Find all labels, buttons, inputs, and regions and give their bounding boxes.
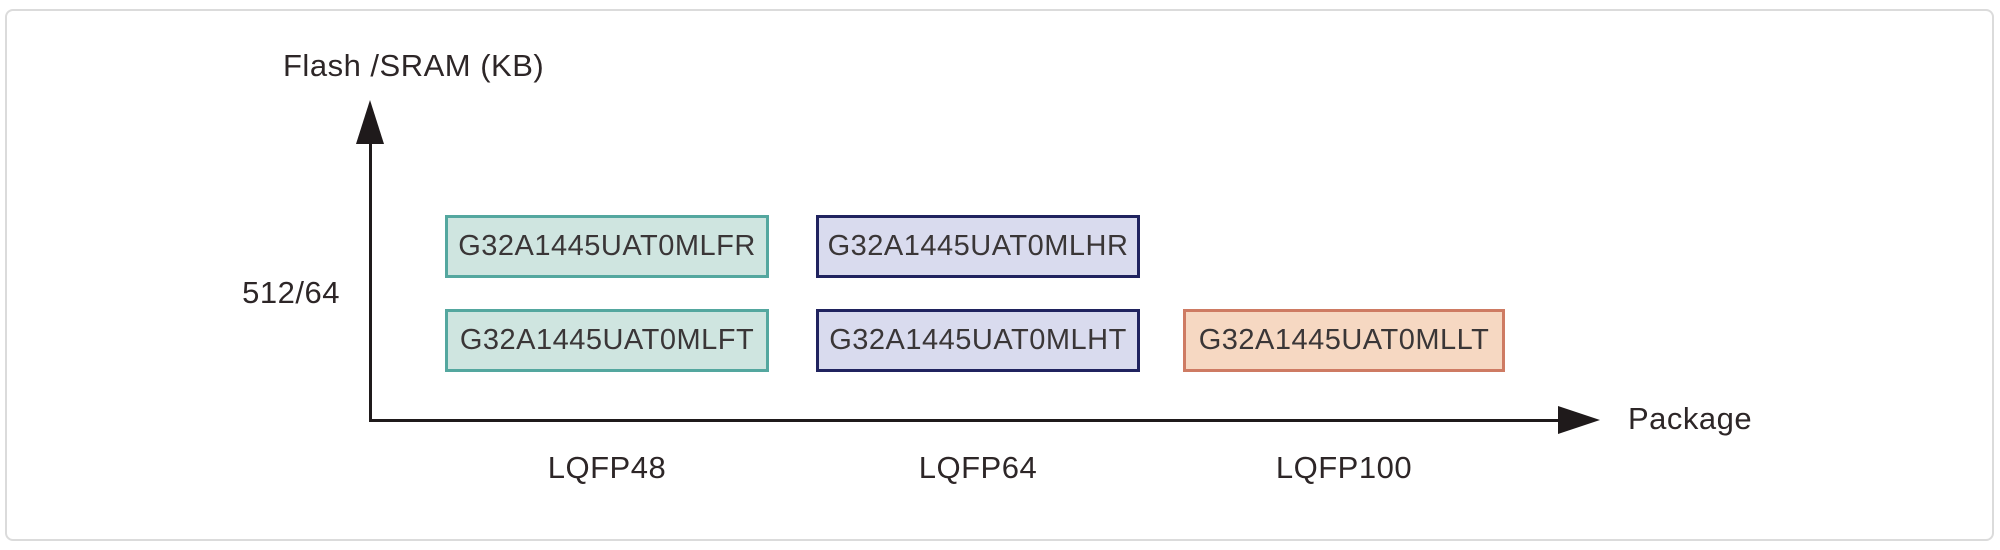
x-axis-tick-lqfp48: LQFP48 — [547, 450, 667, 485]
x-axis-arrowhead — [1558, 406, 1600, 434]
part-number-box: G32A1445UAT0MLHR — [816, 215, 1140, 278]
part-number-box: G32A1445UAT0MLHT — [816, 309, 1140, 372]
x-axis-tick-lqfp100: LQFP100 — [1275, 450, 1413, 485]
part-number-box: G32A1445UAT0MLLT — [1183, 309, 1505, 372]
chart-frame — [5, 9, 1994, 541]
part-number-box: G32A1445UAT0MLFR — [445, 215, 769, 278]
y-axis-line — [369, 134, 372, 422]
y-axis-tick-512-64: 512/64 — [242, 275, 340, 310]
y-axis-title: Flash /SRAM (KB) — [283, 48, 545, 83]
part-number-box: G32A1445UAT0MLFT — [445, 309, 769, 372]
x-axis-tick-lqfp64: LQFP64 — [918, 450, 1038, 485]
x-axis-line — [369, 419, 1561, 422]
x-axis-title: Package — [1628, 401, 1753, 436]
